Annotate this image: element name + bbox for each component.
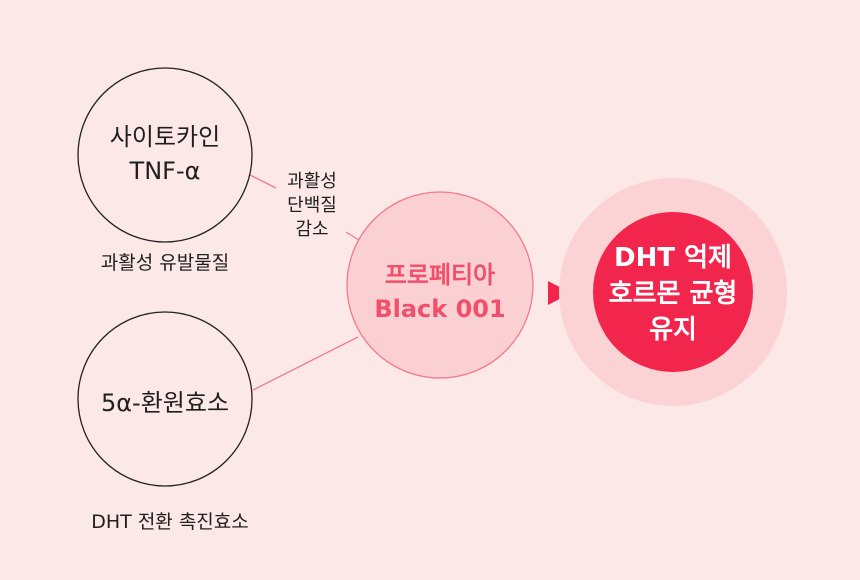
- result-line3: 유지: [649, 315, 697, 345]
- result-circle: [593, 212, 753, 372]
- result-line2: 호르몬 균형: [608, 279, 738, 309]
- result-label: DHT 억제 호르몬 균형 유지: [583, 240, 763, 348]
- product-label: 프로페티아 Black 001: [350, 258, 530, 326]
- link-enzyme-to-product: [252, 336, 359, 391]
- result-line1: DHT 억제: [614, 243, 732, 273]
- link-cytokine-to-label: [249, 174, 277, 189]
- enzyme-circle: [77, 311, 253, 487]
- product-line2: Black 001: [374, 295, 506, 323]
- enzyme-label: 5α-환원효소: [100, 389, 230, 417]
- connector-line1: 과활성: [287, 171, 337, 192]
- cytokine-line2: TNF-α: [129, 157, 201, 185]
- cytokine-line1: 사이토카인: [109, 123, 221, 151]
- cytokine-circle: [77, 67, 253, 243]
- product-circle: [346, 191, 534, 379]
- connector-line2: 단백질: [287, 195, 337, 216]
- cytokine-label: 사이토카인 TNF-α: [85, 120, 245, 188]
- connector-line3: 감소: [295, 219, 329, 240]
- connector-label: 과활성 단백질 감소: [262, 170, 362, 242]
- cytokine-caption: 과활성 유발물질: [100, 252, 230, 274]
- product-line1: 프로페티아: [384, 261, 496, 289]
- enzyme-caption: DHT 전환 촉진효소: [91, 511, 249, 533]
